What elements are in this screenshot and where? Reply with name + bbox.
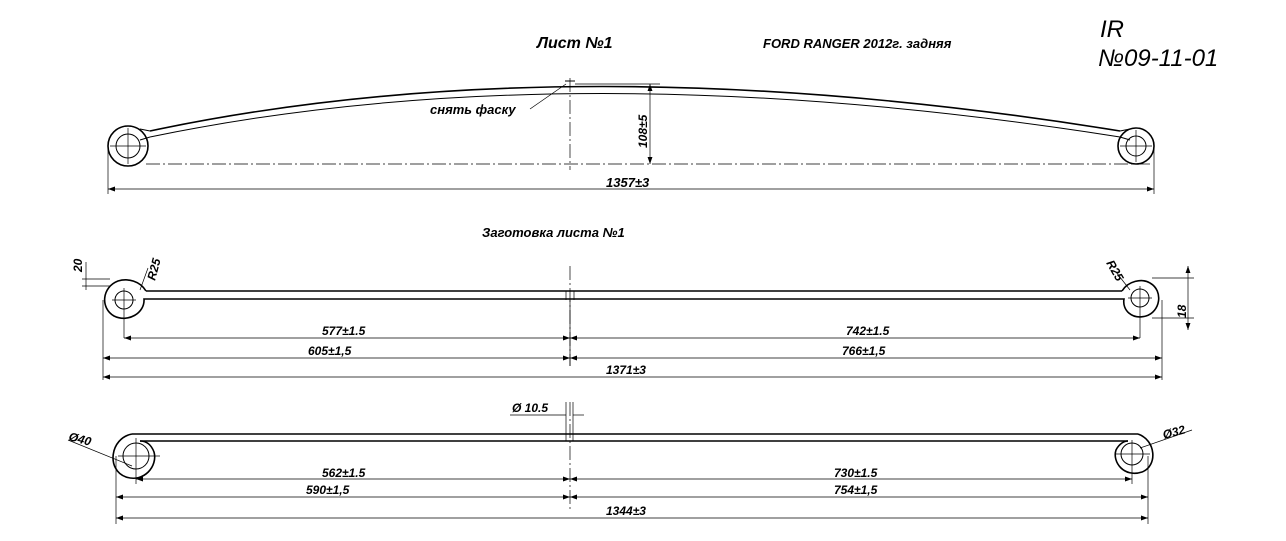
blank-right-inner-label: 742±1.5 <box>846 324 890 338</box>
radius-left-label: R25 <box>144 257 163 282</box>
view-assembled-leaf: 108±5 снять фаску 1357±3 <box>107 78 1155 194</box>
sheet-title: Лист №1 <box>536 35 613 52</box>
rolled-overall-label: 1344±3 <box>606 504 646 518</box>
eye-height-18-label: 18 <box>1175 304 1189 318</box>
rolled-left-outer-label: 590±1,5 <box>306 483 350 497</box>
blank-left-inner-label: 577±1.5 <box>322 324 366 338</box>
part-code-line2: №09-11-01 <box>1098 45 1218 72</box>
view-blank: Заготовка листа №1 20 R25 R25 18 <box>71 225 1194 380</box>
blank-right-eye <box>1121 279 1160 318</box>
center-hole-label: Ø 10.5 <box>512 401 548 415</box>
rolled-left-eye <box>112 433 156 480</box>
blank-left-eye <box>103 279 147 320</box>
rolled-right-outer-label: 754±1,5 <box>834 483 878 497</box>
rolled-left-inner-label: 562±1.5 <box>322 466 366 480</box>
radius-right-label: R25 <box>1103 258 1126 284</box>
rolled-right-eye <box>1114 433 1154 475</box>
rolled-right-inner-label: 730±1.5 <box>834 466 878 480</box>
chamfer-note: снять фаску <box>430 102 516 117</box>
view-rolled-leaf: Ø 10.5 Ø40 Ø32 562±1.5 730±1.5 590±1,5 7… <box>67 401 1193 524</box>
leaf-arc-outer <box>149 85 1121 132</box>
left-eye-diameter-label: Ø40 <box>67 429 93 448</box>
chamfer-leader <box>529 83 567 110</box>
leaf-arc-inner <box>149 93 1121 138</box>
blank-overall-label: 1371±3 <box>606 363 646 377</box>
overall-length-label-1: 1357±3 <box>606 175 650 190</box>
blank-title: Заготовка листа №1 <box>482 225 625 240</box>
thickness-20-label: 20 <box>71 258 85 273</box>
right-eye-diameter-label: Ø32 <box>1161 422 1187 441</box>
part-code-line1: IR <box>1100 16 1124 43</box>
left-eye-neck <box>139 128 151 141</box>
blank-left-outer-label: 605±1,5 <box>308 344 352 358</box>
blank-right-outer-label: 766±1,5 <box>842 344 886 358</box>
arc-height-label: 108±5 <box>636 114 650 148</box>
vehicle-title: FORD RANGER 2012г. задняя <box>763 36 952 51</box>
